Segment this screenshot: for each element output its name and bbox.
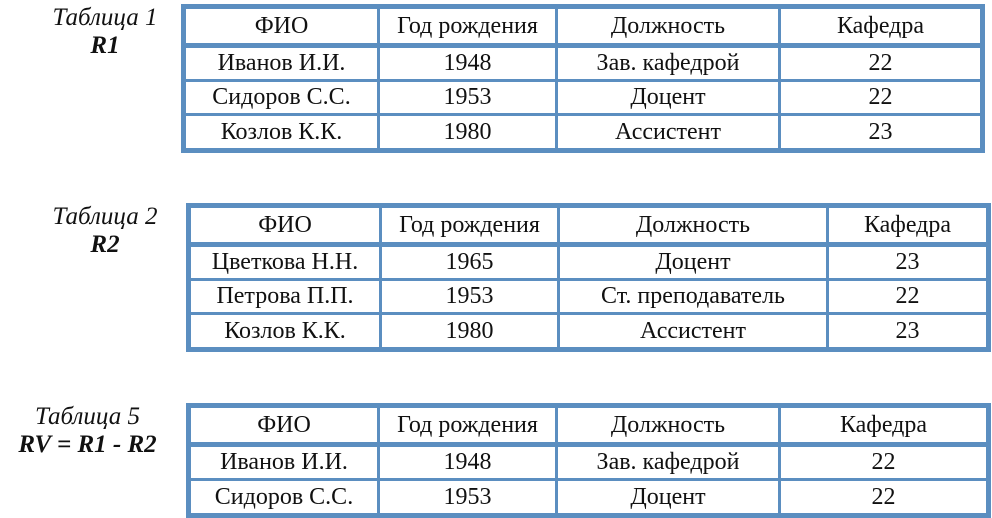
column-header: Кафедра [778, 5, 984, 48]
table-cell: Ст. преподаватель [557, 278, 829, 315]
table-cell: 1980 [377, 113, 558, 152]
caption-title: Таблица 1 [52, 4, 158, 31]
table-cell: 1965 [379, 243, 560, 281]
column-header: Год рождения [377, 5, 558, 48]
table-cell: Зав. кафедрой [555, 44, 781, 82]
table-cell: Иванов И.И. [187, 443, 380, 481]
table-cell: Козлов К.К. [182, 113, 380, 152]
caption-title: Таблица 2 [52, 203, 158, 230]
column-header: Должность [555, 404, 781, 447]
column-header: Кафедра [778, 404, 990, 447]
relation-name: R2 [90, 231, 120, 258]
table-cell: Иванов И.И. [182, 44, 380, 82]
table-cell: Зав. кафедрой [555, 443, 781, 481]
column-header: Кафедра [826, 204, 990, 247]
table-cell: Сидоров С.С. [187, 478, 380, 517]
column-header: Год рождения [379, 204, 560, 247]
caption-title: Таблица 5 [35, 403, 140, 430]
column-header: Должность [555, 5, 781, 48]
table-cell: 22 [778, 478, 990, 517]
table-cell: Петрова П.П. [187, 278, 382, 315]
column-header: ФИО [182, 5, 380, 48]
table-cell: 23 [826, 312, 990, 351]
column-header: Год рождения [377, 404, 558, 447]
table-cell: 1980 [379, 312, 560, 351]
table-cell: 1948 [377, 443, 558, 481]
table-cell: Сидоров С.С. [182, 79, 380, 116]
table-cell: 22 [778, 79, 984, 116]
table-cell: 1948 [377, 44, 558, 82]
table-cell: 22 [778, 44, 984, 82]
column-header: Должность [557, 204, 829, 247]
relation-name: RV = R1 - R2 [18, 431, 157, 458]
column-header: ФИО [187, 204, 382, 247]
table-cell: 1953 [377, 478, 558, 517]
table-cell: 23 [778, 113, 984, 152]
table-cell: Козлов К.К. [187, 312, 382, 351]
table-cell: 22 [778, 443, 990, 481]
table-cell: Ассистент [555, 113, 781, 152]
column-header: ФИО [187, 404, 380, 447]
table-cell: Доцент [555, 79, 781, 116]
table-cell: Ассистент [557, 312, 829, 351]
table-cell: Цветкова Н.Н. [187, 243, 382, 281]
table-cell: 1953 [377, 79, 558, 116]
table-cell: Доцент [555, 478, 781, 517]
table-cell: Доцент [557, 243, 829, 281]
table-cell: 22 [826, 278, 990, 315]
table-cell: 23 [826, 243, 990, 281]
table-cell: 1953 [379, 278, 560, 315]
relation-name: R1 [90, 32, 120, 59]
